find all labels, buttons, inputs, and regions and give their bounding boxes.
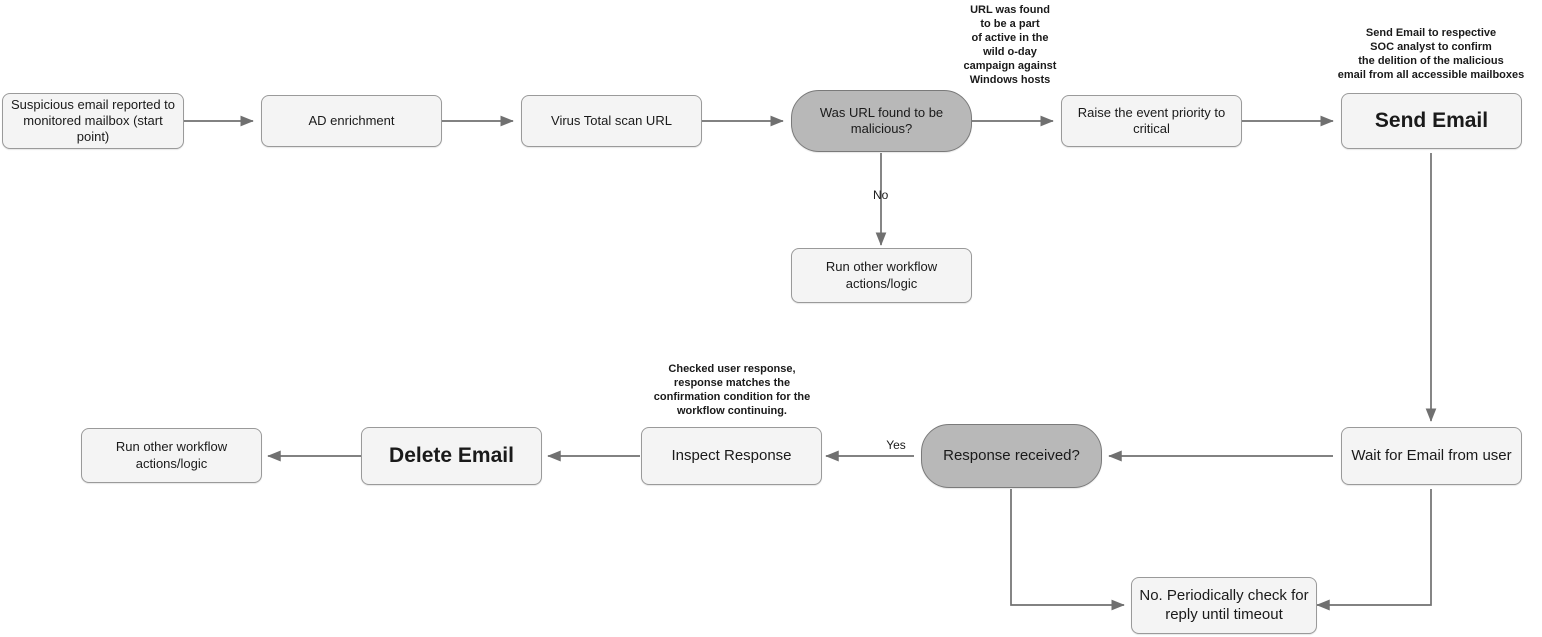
node-run-other-workflow-2[interactable]: Run other workflow actions/logic (81, 428, 262, 483)
node-label: Response received? (943, 446, 1080, 464)
node-ad-enrichment[interactable]: AD enrichment (261, 95, 442, 147)
edge-label-soc-note: Send Email to respective SOC analyst to … (1337, 27, 1525, 82)
node-wait-for-email[interactable]: Wait for Email from user (1341, 427, 1522, 485)
node-label: Wait for Email from user (1351, 446, 1512, 464)
edge-label-zeroday: URL was found to be a part of active in … (963, 4, 1057, 87)
node-send-email[interactable]: Send Email (1341, 93, 1522, 149)
node-periodic-check[interactable]: No. Periodically check for reply until t… (1131, 577, 1317, 634)
node-raise-priority[interactable]: Raise the event priority to critical (1061, 95, 1242, 147)
edge-label-no: No (873, 188, 889, 202)
node-delete-email[interactable]: Delete Email (361, 427, 542, 485)
node-decision-response-received[interactable]: Response received? (921, 424, 1102, 488)
node-label: Suspicious email reported to monitored m… (10, 96, 176, 145)
node-label: Virus Total scan URL (551, 112, 672, 128)
node-label: Raise the event priority to critical (1077, 104, 1226, 136)
node-decision-url-malicious[interactable]: Was URL found to be malicious? (791, 90, 972, 152)
edge-label-checked-response: Checked user response, response matches … (653, 363, 811, 418)
node-run-other-workflow-1[interactable]: Run other workflow actions/logic (791, 248, 972, 303)
node-start[interactable]: Suspicious email reported to monitored m… (2, 93, 184, 149)
node-label: Run other workflow actions/logic (115, 439, 228, 471)
node-label: Send Email (1374, 108, 1489, 132)
node-label: AD enrichment (308, 112, 395, 128)
node-label: Inspect Response (671, 446, 792, 464)
node-inspect-response[interactable]: Inspect Response (641, 427, 822, 485)
node-label: No. Periodically check for reply until t… (1139, 586, 1309, 623)
node-label: Was URL found to be malicious? (819, 104, 944, 136)
node-virustotal-scan[interactable]: Virus Total scan URL (521, 95, 702, 147)
node-label: Run other workflow actions/logic (825, 259, 938, 291)
edge-label-yes: Yes (886, 438, 906, 452)
node-label: Delete Email (389, 443, 514, 467)
